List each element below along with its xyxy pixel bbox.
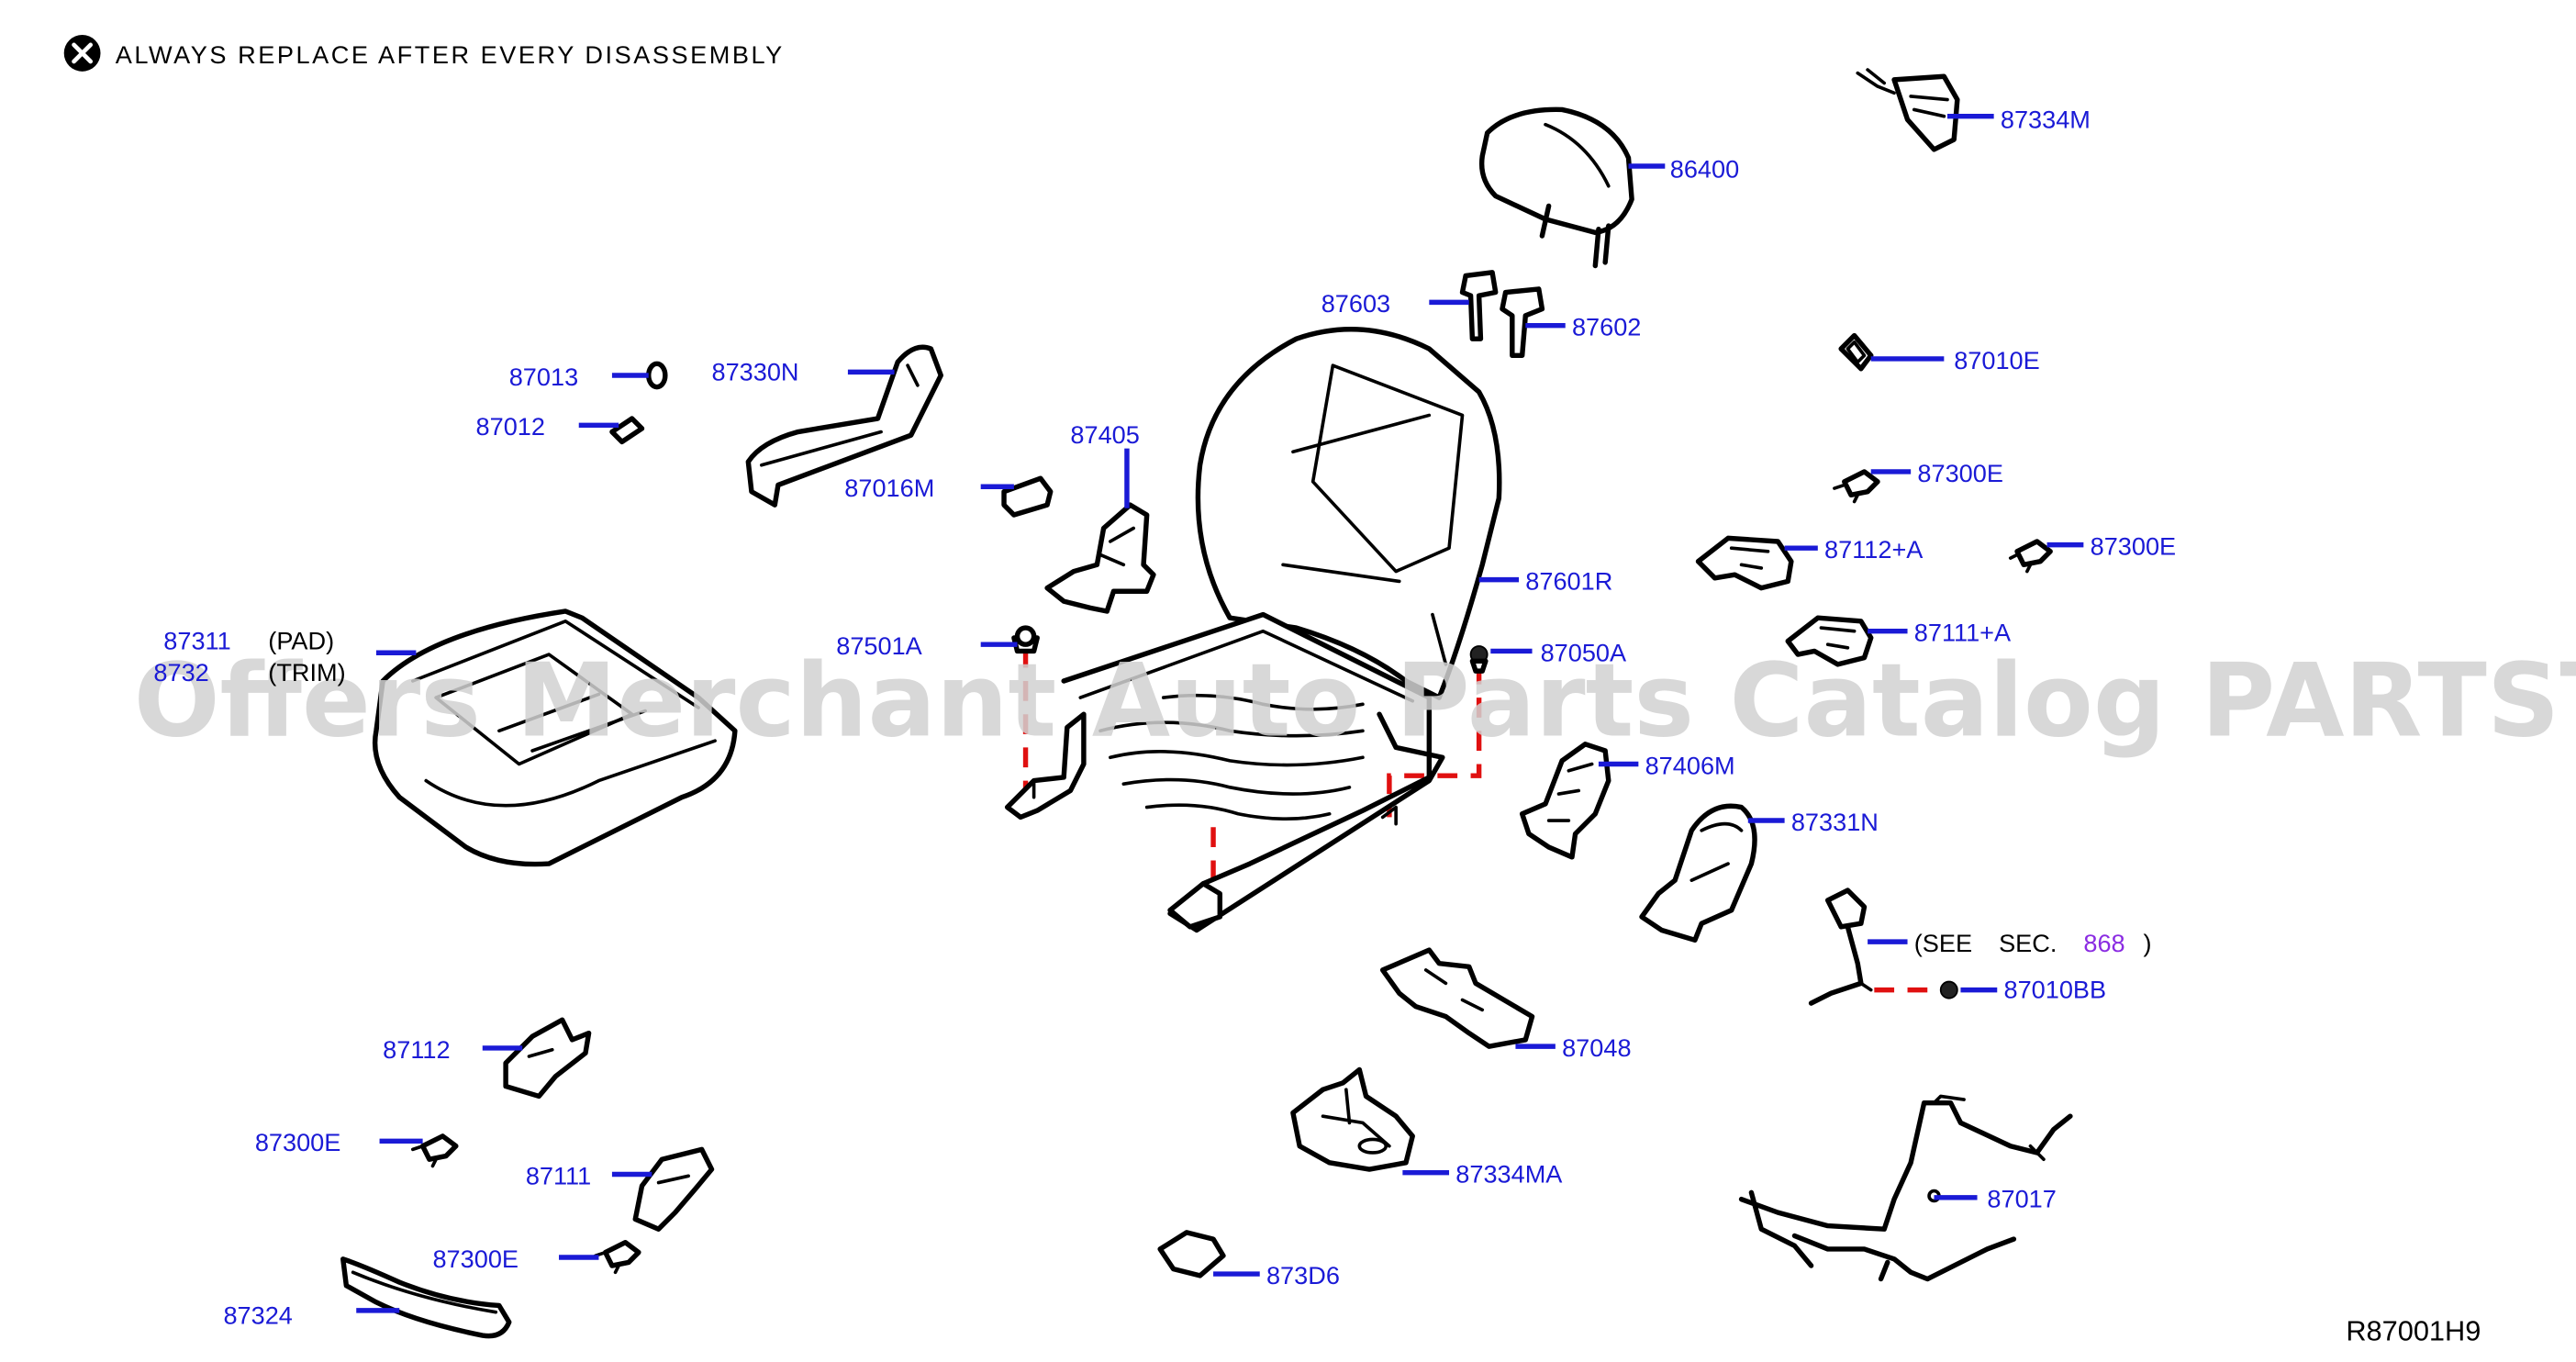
watermark-text: Offers Merchant Auto Parts Catalog PARTS… — [134, 643, 2576, 761]
part-87300E-c-drawing — [410, 1133, 459, 1168]
callout-87300E-a[interactable]: 87300E — [1917, 459, 2003, 487]
leader-lines — [356, 113, 2084, 1313]
part-87331N-drawing — [1639, 803, 1757, 943]
part-87010BB-drawing — [1939, 980, 1958, 999]
part-87603-drawing — [1459, 270, 1499, 341]
part-87311-cushion-drawing — [372, 608, 738, 867]
callout-87324[interactable]: 87324 — [223, 1301, 292, 1329]
part-87300E-b-drawing — [2008, 539, 2053, 574]
callout-87300E-d[interactable]: 87300E — [432, 1245, 519, 1273]
part-87013-drawing — [646, 361, 668, 390]
part-87601R-seatback-drawing — [1195, 327, 1502, 700]
x-circle-icon — [63, 35, 101, 72]
part-87501A-drawing — [1011, 625, 1040, 654]
part-87324-drawing — [340, 1256, 512, 1339]
callout-87012[interactable]: 87012 — [476, 412, 545, 441]
part-87012-drawing — [609, 416, 645, 445]
part-87334M-drawing — [1856, 68, 1960, 152]
callout-87111[interactable]: 87111 — [526, 1161, 591, 1189]
callout-trim-note: (TRIM) — [268, 658, 345, 687]
callout-labels: 87334M 86400 87603 87602 87010E 87013 87… — [153, 105, 2176, 1329]
callout-87017[interactable]: 87017 — [1987, 1185, 2056, 1213]
seat-frame-drawing — [1004, 611, 1445, 933]
callout-87300E-b[interactable]: 87300E — [2091, 531, 2177, 560]
callout-87501A[interactable]: 87501A — [836, 631, 922, 660]
callout-87334M[interactable]: 87334M — [2001, 105, 2091, 133]
part-87112A-drawing — [1695, 535, 1794, 591]
callout-87112A[interactable]: 87112+A — [1824, 535, 1924, 564]
part-87017-harness-drawing — [1738, 1094, 2073, 1282]
callout-87603[interactable]: 87603 — [1321, 289, 1390, 318]
callout-87311[interactable]: 87311 — [163, 627, 230, 655]
callout-87405[interactable]: 87405 — [1070, 420, 1139, 449]
part-87406M-drawing — [1519, 742, 1611, 860]
callout-87601R[interactable]: 87601R — [1525, 566, 1612, 595]
callout-87111A[interactable]: 87111+A — [1914, 619, 2012, 647]
part-87016M-drawing — [1001, 475, 1054, 518]
see-note-close: ) — [2144, 929, 2152, 957]
callout-87050A[interactable]: 87050A — [1541, 638, 1627, 666]
callout-pad-note: (PAD) — [268, 627, 334, 655]
part-seatbelt-buckle-drawing — [1808, 888, 1873, 1006]
callout-87331N[interactable]: 87331N — [1791, 808, 1879, 836]
part-87330N-drawing — [745, 344, 943, 508]
see-note: (SEE — [1914, 929, 1972, 957]
callout-87112[interactable]: 87112 — [383, 1035, 450, 1064]
part-86400-drawing — [1478, 106, 1634, 269]
notice-text: ALWAYS REPLACE AFTER EVERY DISASSEMBLY — [116, 40, 785, 69]
part-87111-drawing — [632, 1146, 715, 1232]
callout-87300E-c[interactable]: 87300E — [255, 1128, 341, 1156]
part-87048-drawing — [1379, 947, 1535, 1049]
section-868-link[interactable]: 868 — [2083, 929, 2124, 957]
callout-87010E[interactable]: 87010E — [1954, 346, 2040, 374]
part-87010E-drawing — [1838, 332, 1874, 372]
callout-87320-partial[interactable]: 8732 — [153, 658, 208, 687]
callout-86400[interactable]: 86400 — [1670, 155, 1739, 184]
part-87050A-drawing — [1469, 645, 1489, 674]
callout-87048[interactable]: 87048 — [1562, 1033, 1631, 1062]
part-87112-drawing — [503, 1017, 592, 1100]
callout-87330N[interactable]: 87330N — [712, 357, 799, 385]
sec-note: SEC. — [1999, 929, 2057, 957]
part-87405-drawing — [1044, 502, 1156, 614]
callout-87010BB[interactable]: 87010BB — [2004, 976, 2107, 1004]
callout-87016M[interactable]: 87016M — [844, 474, 934, 502]
callout-87602[interactable]: 87602 — [1572, 313, 1641, 341]
part-873D6-drawing — [1157, 1230, 1226, 1278]
part-87111A-drawing — [1785, 615, 1874, 667]
part-87334MA-drawing — [1290, 1066, 1415, 1172]
callout-873D6[interactable]: 873D6 — [1266, 1261, 1340, 1289]
callout-87406M[interactable]: 87406M — [1645, 751, 1735, 779]
part-87602-drawing — [1500, 286, 1545, 359]
diagram-code: R87001H9 — [2346, 1314, 2481, 1346]
part-87300E-a-drawing — [1833, 469, 1880, 504]
callout-87013[interactable]: 87013 — [509, 363, 578, 391]
callout-87334MA[interactable]: 87334MA — [1455, 1160, 1563, 1189]
part-87300E-d-drawing — [594, 1239, 641, 1275]
notice-banner: ALWAYS REPLACE AFTER EVERY DISASSEMBLY — [63, 35, 785, 72]
